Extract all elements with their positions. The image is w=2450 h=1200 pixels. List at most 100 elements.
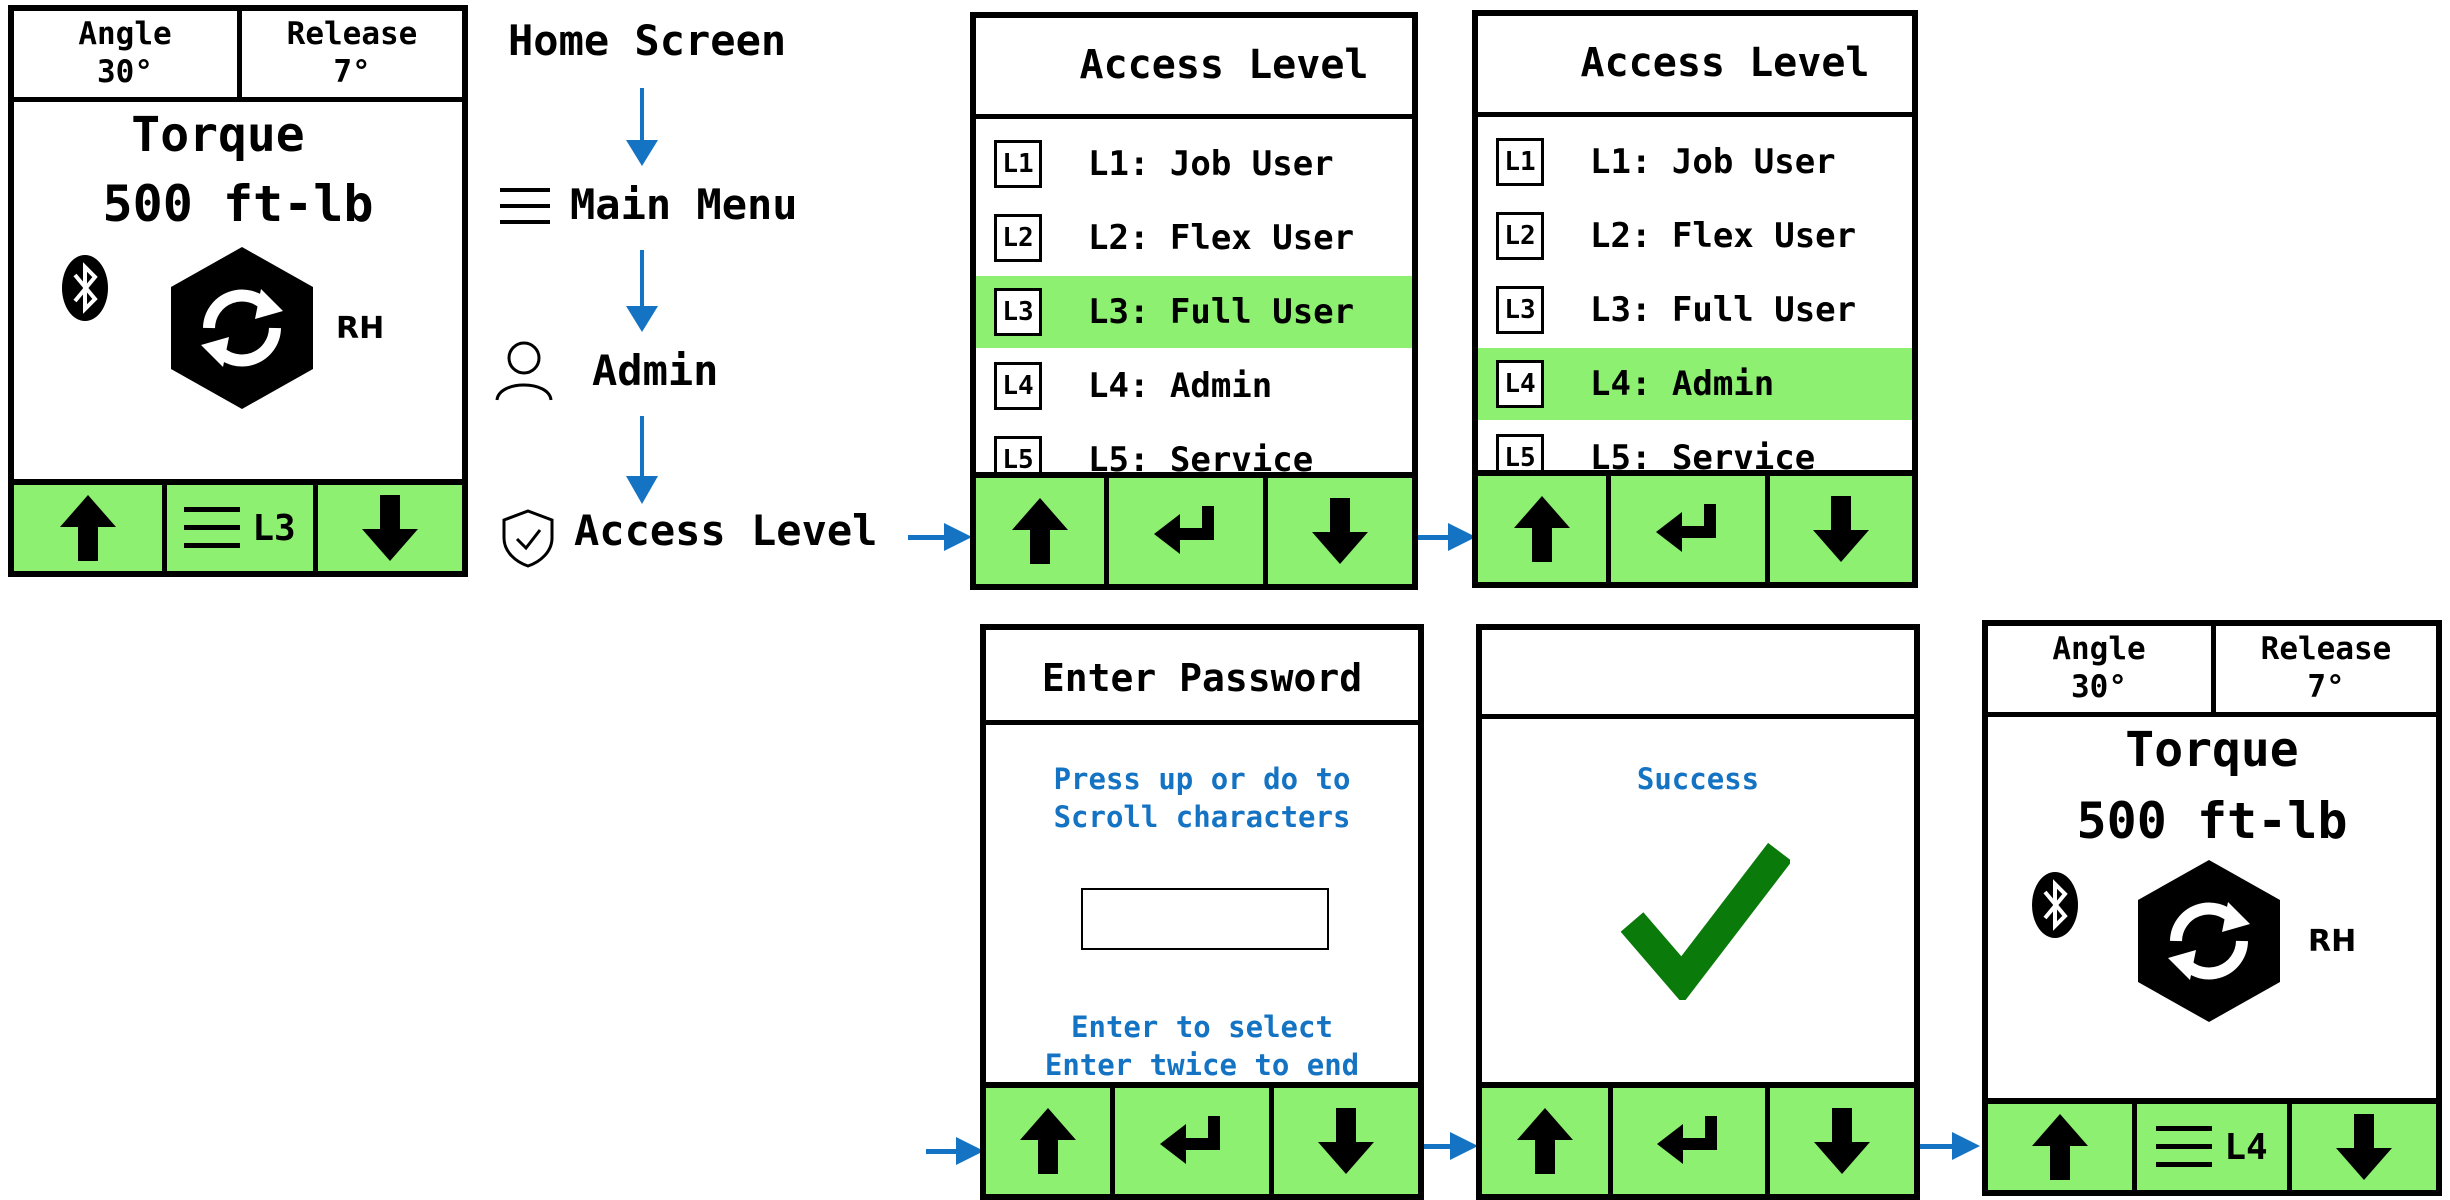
flow-arrow-icon: [626, 416, 658, 504]
level-option[interactable]: L1 L1: Job User: [976, 128, 1412, 200]
up-arrow-icon: [1012, 498, 1068, 564]
level-label: L4: Admin: [1590, 364, 1775, 404]
level-badge-icon: L3: [994, 288, 1042, 336]
level-option[interactable]: L3 L3: Full User: [1478, 274, 1912, 346]
down-button[interactable]: [1770, 476, 1912, 582]
level-option[interactable]: L1 L1: Job User: [1478, 126, 1912, 198]
down-button[interactable]: [2292, 1104, 2436, 1190]
release-value: 7°: [2307, 669, 2345, 705]
screen-title: Access Level: [1580, 40, 1870, 86]
level-option[interactable]: L2 L2: Flex User: [976, 202, 1412, 274]
up-button[interactable]: [1988, 1104, 2132, 1190]
menu-button[interactable]: L3: [167, 485, 313, 571]
enter-button[interactable]: [1613, 1088, 1765, 1194]
release-cell: Release 7°: [2216, 630, 2436, 706]
direction-label: RH: [2308, 924, 2357, 959]
password-screen: Enter Password Press up or do to Scroll …: [980, 624, 1424, 1200]
instruction-line-2: Scroll characters: [1053, 800, 1351, 834]
level-label: L2: Flex User: [1088, 218, 1355, 258]
enter-button[interactable]: [1611, 476, 1765, 582]
check-icon: [1620, 842, 1790, 1000]
angle-label: Angle: [78, 16, 172, 52]
level-label: L2: Flex User: [1590, 216, 1857, 256]
direction-label: RH: [336, 311, 385, 346]
flow-admin: Admin: [592, 346, 719, 395]
level-label: L3: Full User: [1088, 292, 1355, 332]
level-badge-icon: L1: [1496, 138, 1544, 186]
flow-main-menu: Main Menu: [570, 180, 798, 229]
release-cell: Release 7°: [242, 15, 462, 91]
torque-value: 500 ft-lb: [102, 175, 374, 233]
release-label: Release: [2260, 631, 2392, 667]
level-badge-icon: L1: [994, 140, 1042, 188]
success-screen: Success: [1476, 624, 1920, 1200]
footer-line-1: Enter to select: [1071, 1010, 1333, 1044]
level-badge-icon: L2: [994, 214, 1042, 262]
level-badge-icon: L3: [1496, 286, 1544, 334]
enter-icon: [1656, 504, 1716, 552]
up-arrow-icon: [1517, 1108, 1573, 1174]
level-option[interactable]: L2 L2: Flex User: [1478, 200, 1912, 272]
level-label: L3: Full User: [1590, 290, 1857, 330]
down-arrow-icon: [2336, 1114, 2392, 1180]
level-badge-icon: L4: [994, 362, 1042, 410]
enter-button[interactable]: [1109, 478, 1263, 584]
down-button[interactable]: [1268, 478, 1412, 584]
up-button[interactable]: [976, 478, 1104, 584]
level-label: L1: Job User: [1590, 142, 1836, 182]
level-option[interactable]: L4 L4: Admin: [1478, 348, 1912, 420]
down-button[interactable]: [1274, 1088, 1418, 1194]
level-badge-icon: L4: [1496, 360, 1544, 408]
enter-icon: [1154, 506, 1214, 554]
release-label: Release: [286, 16, 418, 52]
down-arrow-icon: [1814, 1108, 1870, 1174]
home-screen: Angle 30° Release 7° Torque 500 ft-lb RH…: [8, 5, 468, 577]
down-arrow-icon: [362, 495, 418, 561]
level-option[interactable]: L4 L4: Admin: [976, 350, 1412, 422]
password-input[interactable]: [1081, 888, 1329, 950]
torque-label: Torque: [2125, 722, 2299, 778]
up-arrow-icon: [60, 495, 116, 561]
up-button[interactable]: [986, 1088, 1110, 1194]
down-button[interactable]: [1770, 1088, 1914, 1194]
flow-arrow-icon: [1422, 1132, 1478, 1160]
level-label: L1: Job User: [1088, 144, 1334, 184]
torque-label: Torque: [131, 107, 305, 163]
footer-line-2: Enter twice to end: [1044, 1048, 1360, 1082]
level-badge: L4: [2224, 1126, 2268, 1168]
level-badge: L3: [252, 507, 296, 549]
up-button[interactable]: [14, 485, 162, 571]
menu-icon: [500, 188, 550, 224]
flow-access-level: Access Level: [574, 506, 878, 555]
down-arrow-icon: [1312, 498, 1368, 564]
down-arrow-icon: [1318, 1108, 1374, 1174]
up-arrow-icon: [1514, 496, 1570, 562]
up-button[interactable]: [1478, 476, 1606, 582]
final-home-screen: Angle 30° Release 7° Torque 500 ft-lb RH…: [1982, 620, 2442, 1196]
down-arrow-icon: [1813, 496, 1869, 562]
menu-button[interactable]: L4: [2137, 1104, 2287, 1190]
level-option[interactable]: L3 L3: Full User: [976, 276, 1412, 348]
success-message: Success: [1636, 762, 1760, 796]
up-arrow-icon: [1020, 1108, 1076, 1174]
user-icon: [495, 341, 553, 401]
enter-icon: [1657, 1116, 1717, 1164]
down-button[interactable]: [318, 485, 462, 571]
up-button[interactable]: [1482, 1088, 1608, 1194]
level-badge-icon: L2: [1496, 212, 1544, 260]
angle-value: 30°: [2071, 669, 2127, 705]
up-arrow-icon: [2032, 1114, 2088, 1180]
enter-button[interactable]: [1115, 1088, 1269, 1194]
shield-check-icon: [502, 509, 554, 568]
flow-arrow-icon: [1920, 1132, 1980, 1160]
flow-arrow-icon: [626, 250, 658, 332]
level-label: L4: Admin: [1088, 366, 1273, 406]
bluetooth-icon[interactable]: [60, 253, 110, 327]
bluetooth-icon[interactable]: [2030, 870, 2080, 944]
menu-icon: [184, 507, 241, 548]
rotate-hex-icon: [169, 245, 315, 415]
flow-arrow-icon: [1414, 523, 1476, 551]
